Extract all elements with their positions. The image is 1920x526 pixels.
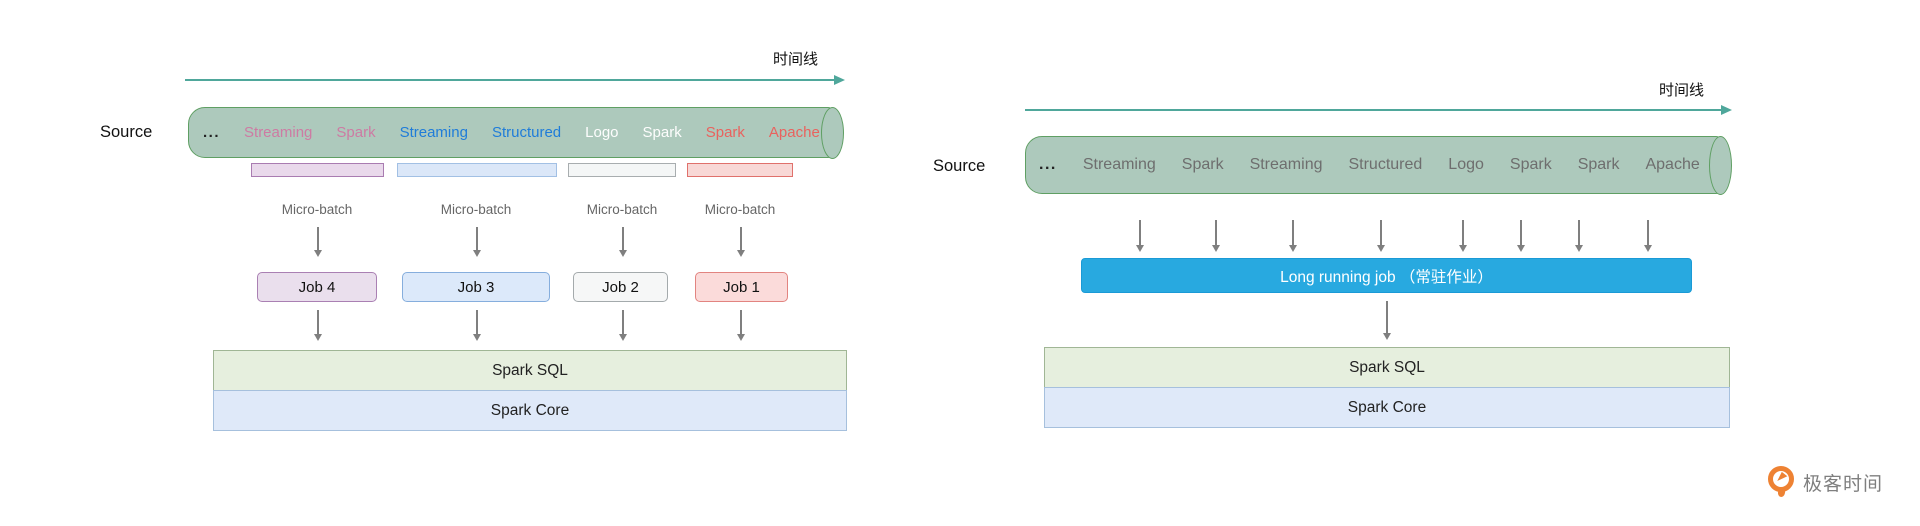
down-arrow (1520, 220, 1522, 245)
source-label-right: Source (933, 157, 986, 175)
down-arrow (1380, 220, 1382, 245)
spark-core-bar-right: Spark Core (1044, 387, 1730, 428)
down-arrow (1215, 220, 1217, 245)
stream-word: Structured (491, 124, 562, 141)
stream-segment-white (568, 163, 676, 177)
job-box: Job 4 (257, 272, 377, 302)
stream-word: Structured (1348, 156, 1423, 173)
down-arrow (622, 310, 624, 334)
down-arrow (1462, 220, 1464, 245)
stream-word: Apache (1645, 156, 1700, 173)
stream-word: Streaming (399, 124, 468, 141)
micro-batch-label: Micro-batch (281, 202, 353, 217)
stream-word: Logo (1448, 156, 1484, 173)
stream-segment-purple (251, 163, 384, 177)
stream-word: Spark (336, 124, 376, 141)
down-arrow (622, 227, 624, 250)
source-stream-cylinder-right: ... Streaming Spark Streaming Structured… (1025, 135, 1732, 195)
down-arrow (740, 227, 742, 250)
down-arrow (1647, 220, 1649, 245)
stream-word: Streaming (1249, 156, 1323, 173)
spark-sql-bar-right: Spark SQL (1044, 347, 1730, 388)
stream-word: Apache (768, 124, 820, 141)
long-running-job-bar: Long running job （常驻作业） (1081, 258, 1692, 293)
stream-words: ... Streaming Spark Streaming Structured… (1026, 156, 1700, 174)
stream-segment-pink (687, 163, 793, 177)
micro-batch-label: Micro-batch (704, 202, 776, 217)
micro-batch-label: Micro-batch (586, 202, 658, 217)
stream-word: Spark (642, 124, 682, 141)
down-arrow (740, 310, 742, 334)
stream-word: Logo (585, 124, 619, 141)
down-arrow (1292, 220, 1294, 245)
timeline-arrow-right (1025, 104, 1732, 115)
down-arrow (1578, 220, 1580, 245)
stream-word: Spark (1509, 156, 1552, 173)
timeline-arrow-left (185, 74, 845, 85)
stream-word: Streaming (244, 124, 313, 141)
job-box: Job 3 (402, 272, 550, 302)
down-arrow (317, 310, 319, 334)
down-arrow (476, 227, 478, 250)
timeline-label-right: 时间线 (1659, 82, 1705, 99)
down-arrow (1386, 301, 1388, 333)
spark-core-bar-left: Spark Core (213, 390, 847, 431)
geektime-brand-text: 极客时间 (1803, 474, 1884, 495)
cylinder-cap (821, 106, 844, 159)
down-arrow (476, 310, 478, 334)
stream-word: Spark (1577, 156, 1620, 173)
source-stream-cylinder-left: ... Streaming Spark Streaming Structured… (188, 106, 844, 159)
down-arrow (317, 227, 319, 250)
source-label-left: Source (100, 123, 153, 141)
job-box: Job 1 (695, 272, 788, 302)
job-box: Job 2 (573, 272, 668, 302)
micro-batch-label: Micro-batch (440, 202, 512, 217)
stream-word: Streaming (1082, 156, 1156, 173)
stream-words: ... Streaming Spark Streaming Structured… (189, 124, 820, 141)
geektime-logo-icon (1768, 466, 1795, 499)
spark-sql-bar-left: Spark SQL (213, 350, 847, 391)
cylinder-cap (1709, 135, 1732, 195)
down-arrow (1139, 220, 1141, 245)
timeline-label-left: 时间线 (773, 51, 819, 68)
stream-word: Spark (705, 124, 745, 141)
stream-word: ... (1039, 156, 1057, 173)
stream-word: ... (203, 124, 221, 141)
stream-segment-blue (397, 163, 557, 177)
stream-word: Spark (1181, 156, 1224, 173)
geektime-logo: 极客时间 (1768, 466, 1883, 499)
